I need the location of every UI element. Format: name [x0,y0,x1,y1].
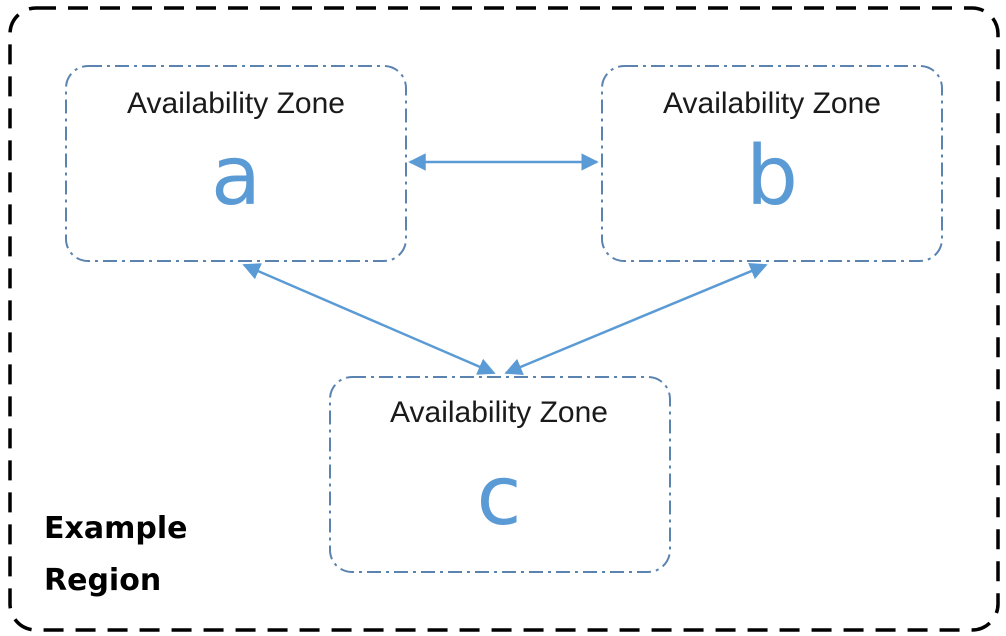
zone-a-title: Availability Zone [127,87,345,120]
zone-b-border [601,65,943,262]
region-label-line2: Region [44,563,161,598]
arrow-b-c [504,262,768,376]
zone-b-title: Availability Zone [663,87,881,120]
availability-zone-b: Availability Zone b [601,65,943,262]
zone-a-letter: a [211,129,261,224]
region-label-line1: Example [44,511,187,546]
availability-zone-a: Availability Zone a [65,65,407,262]
region-boundary [8,6,1000,632]
zone-c-border [329,376,671,573]
zone-b-letter: b [746,129,798,224]
zone-a-border [65,65,407,262]
zone-c-letter: c [476,449,521,544]
zone-c-title: Availability Zone [390,396,608,429]
availability-zone-c: Availability Zone c [329,376,671,573]
arrow-a-c [242,263,496,375]
